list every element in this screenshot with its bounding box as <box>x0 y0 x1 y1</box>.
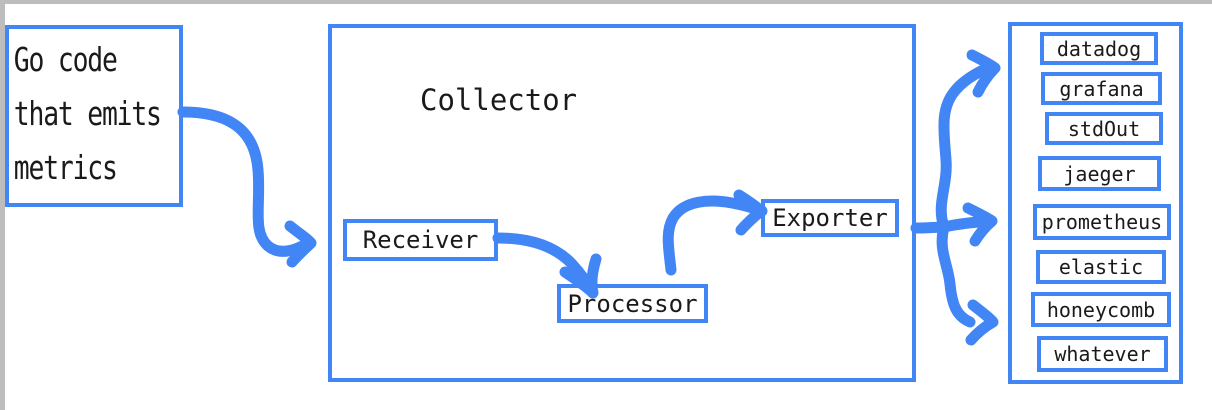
processor-box[interactable]: Processor <box>557 284 708 323</box>
backend-label-elastic: elastic <box>1058 255 1144 279</box>
backend-item-elastic[interactable]: elastic <box>1036 250 1166 284</box>
receiver-box[interactable]: Receiver <box>343 219 498 261</box>
backend-label-stdout: stdOut <box>1067 116 1141 141</box>
backend-item-prometheus[interactable]: prometheus <box>1033 204 1171 240</box>
source-code-label: Go code that emits metrics <box>13 40 162 187</box>
backend-item-whatever[interactable]: whatever <box>1037 336 1168 372</box>
collector-title: Collector <box>420 83 578 117</box>
exporter-box[interactable]: Exporter <box>761 199 899 237</box>
backends-box[interactable]: datadog grafana stdOut jaeger prometheus… <box>1008 22 1183 384</box>
backend-label-whatever: whatever <box>1054 342 1151 366</box>
backend-label-prometheus: prometheus <box>1041 210 1163 234</box>
backend-label-honeycomb: honeycomb <box>1046 297 1156 322</box>
backend-item-datadog[interactable]: datadog <box>1040 32 1158 65</box>
backend-label-grafana: grafana <box>1059 76 1144 101</box>
backend-label-jaeger: jaeger <box>1063 161 1136 186</box>
backend-item-honeycomb[interactable]: honeycomb <box>1031 292 1171 327</box>
exporter-label: Exporter <box>772 204 888 232</box>
left-edge-strip <box>0 0 5 410</box>
backend-item-stdout[interactable]: stdOut <box>1045 112 1163 145</box>
backend-item-grafana[interactable]: grafana <box>1041 72 1162 105</box>
receiver-label: Receiver <box>362 226 479 254</box>
backend-label-datadog: datadog <box>1056 36 1142 61</box>
source-code-box[interactable]: Go code that emits metrics <box>5 25 183 207</box>
top-edge-strip <box>0 0 1212 4</box>
processor-label: Processor <box>567 289 698 318</box>
backend-item-jaeger[interactable]: jaeger <box>1038 156 1161 191</box>
